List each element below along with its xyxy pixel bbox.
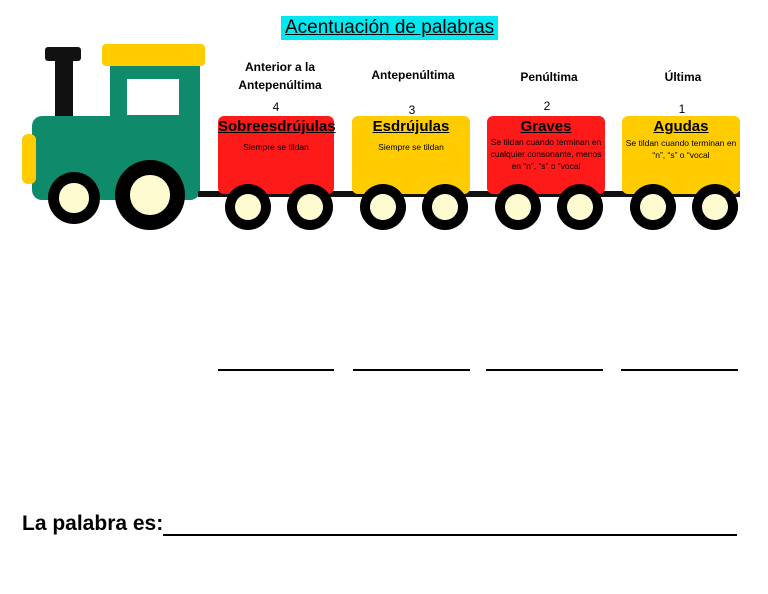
- syllable-blank-1[interactable]: [621, 369, 738, 371]
- answer-label: La palabra es:: [22, 512, 164, 535]
- car-label: Esdrújulas: [372, 118, 450, 135]
- header-anterior-antepenultima: Anterior a la Antepenúltima: [225, 58, 335, 94]
- answer-blank[interactable]: [163, 533, 738, 536]
- car-rule: Siempre se tildan: [243, 142, 309, 152]
- car-wheel: [287, 184, 333, 230]
- car-graves: Graves Se tildan cuando terminan en cual…: [487, 116, 605, 194]
- car-label: Sobreesdrújulas: [218, 118, 336, 135]
- car-sobreesdrujulas: Sobreesdrújulas Siempre se tildan: [218, 116, 336, 194]
- car-esdrujulas: Esdrújulas Siempre se tildan: [352, 116, 470, 194]
- header-anterior-line1: Anterior a la: [244, 60, 316, 74]
- car-rule: Se tildan cuando terminan en cualquier c…: [490, 137, 602, 171]
- car-wheel: [422, 184, 468, 230]
- locomotive-window: [127, 79, 179, 115]
- car-wheel: [225, 184, 271, 230]
- locomotive-wheel-small: [48, 172, 100, 224]
- car-wheel: [495, 184, 541, 230]
- car-label: Agudas: [653, 118, 709, 135]
- locomotive-wheel-large: [115, 160, 185, 230]
- number-1: 1: [678, 102, 686, 116]
- car-wheel: [630, 184, 676, 230]
- number-4: 4: [272, 100, 280, 114]
- syllable-blank-3[interactable]: [353, 369, 470, 371]
- coupling-bar: [198, 191, 740, 197]
- car-agudas: Agudas Se tildan cuando terminan en “n”,…: [622, 116, 740, 194]
- car-wheel: [360, 184, 406, 230]
- syllable-blank-2[interactable]: [486, 369, 603, 371]
- car-rule: Siempre se tildan: [378, 142, 444, 152]
- car-wheel: [692, 184, 738, 230]
- header-antepenultima: Antepenúltima: [371, 68, 455, 82]
- answer-row: La palabra es:: [22, 512, 738, 536]
- locomotive-chimney-pipe: [55, 58, 73, 118]
- syllable-blank-4[interactable]: [218, 369, 334, 371]
- number-3: 3: [408, 103, 416, 117]
- car-label: Graves: [520, 118, 572, 135]
- car-wheel: [557, 184, 603, 230]
- page-title: Acentuación de palabras: [281, 16, 499, 40]
- locomotive-roof: [102, 44, 205, 66]
- number-2: 2: [543, 99, 551, 113]
- header-ultima: Última: [664, 70, 702, 84]
- locomotive-front-light: [22, 134, 36, 184]
- locomotive-chimney: [45, 47, 81, 61]
- car-rule: Se tildan cuando terminan en “n”, “s” o …: [625, 138, 737, 160]
- header-penultima: Penúltima: [520, 70, 578, 84]
- header-anterior-line2: Antepenúltima: [238, 78, 322, 92]
